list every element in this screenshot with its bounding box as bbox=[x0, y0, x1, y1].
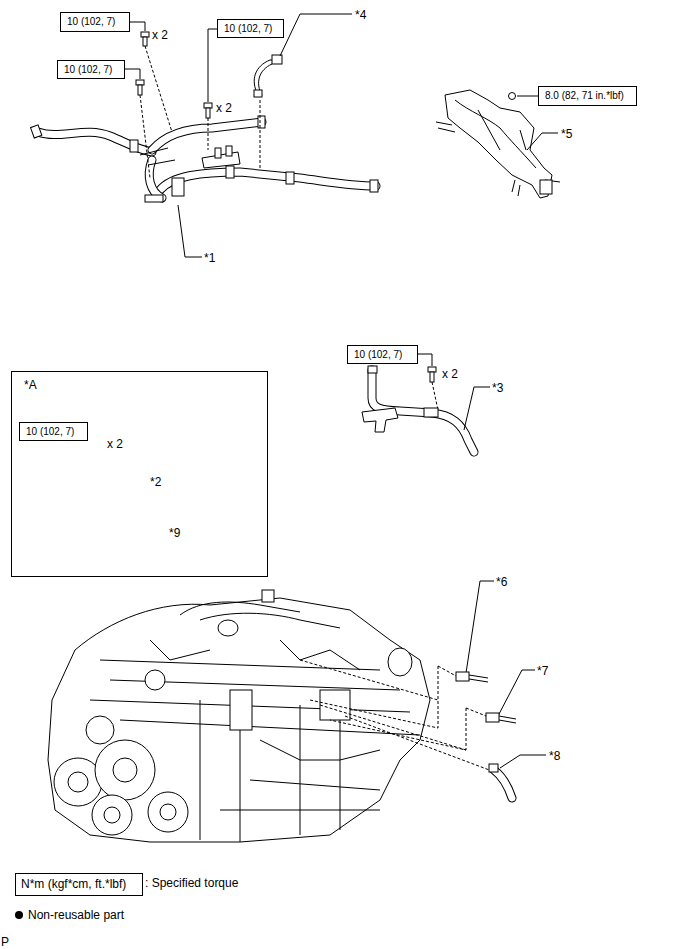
torque-text: 10 (102, 7) bbox=[64, 63, 118, 76]
legend-text: Non-reusable part bbox=[28, 908, 124, 923]
callout-number: *4 bbox=[355, 8, 366, 22]
callout-number: *1 bbox=[204, 251, 215, 265]
callout-number: P bbox=[1, 935, 9, 949]
torque-text: 10 (102, 7) bbox=[354, 348, 411, 361]
legend-torque-box: N*m (kgf*cm, ft.*lbf) bbox=[15, 873, 143, 896]
torque-box: 10 (102, 7) bbox=[19, 422, 88, 441]
torque-text: 10 (102, 7) bbox=[26, 425, 81, 438]
torque-box: 10 (102, 7) bbox=[60, 12, 130, 32]
callout-number: *9 bbox=[169, 526, 180, 540]
torque-text: N*m (kgf*cm, ft.*lbf) bbox=[21, 877, 137, 892]
callout-number: *5 bbox=[561, 127, 572, 141]
torque-box: 10 (102, 7) bbox=[217, 19, 284, 38]
callout-number: *2 bbox=[150, 475, 161, 489]
inset-panel: *A 10 (102, 7) bbox=[11, 371, 268, 577]
torque-box: 8.0 (82, 71 in.*lbf) bbox=[538, 86, 637, 106]
torque-text: 10 (102, 7) bbox=[67, 15, 123, 28]
quantity-label: x 2 bbox=[442, 367, 458, 381]
callout-number: *6 bbox=[496, 575, 507, 589]
torque-box: 10 (102, 7) bbox=[347, 345, 418, 364]
torque-text: 8.0 (82, 71 in.*lbf) bbox=[545, 89, 630, 102]
inset-label: *A bbox=[24, 378, 255, 393]
torque-box: 10 (102, 7) bbox=[57, 60, 125, 79]
quantity-label: x 2 bbox=[107, 437, 123, 451]
legend-text: : Specified torque bbox=[145, 876, 238, 891]
callout-number: *7 bbox=[537, 664, 548, 678]
quantity-label: x 2 bbox=[216, 101, 232, 115]
quantity-label: x 2 bbox=[152, 28, 168, 42]
torque-text: 10 (102, 7) bbox=[224, 22, 277, 35]
callout-number: *3 bbox=[492, 381, 503, 395]
callout-number: *8 bbox=[549, 749, 560, 763]
